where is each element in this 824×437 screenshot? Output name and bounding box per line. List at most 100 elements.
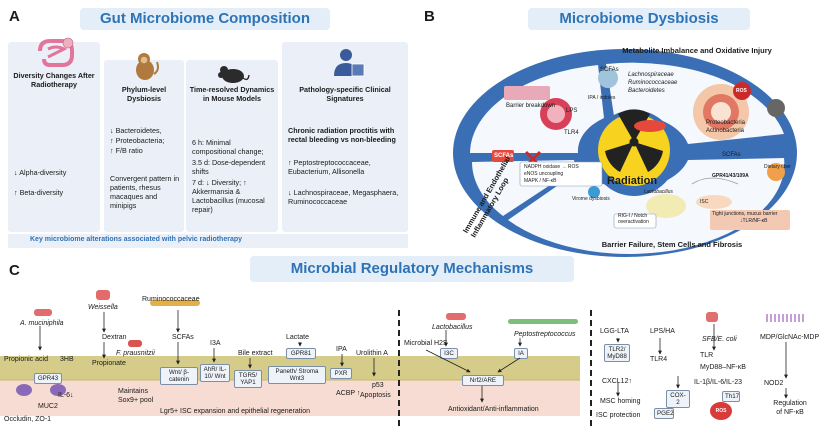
column-time-header: Time-resolved Dynamics in Mouse Models — [189, 85, 275, 103]
clinician-icon — [334, 49, 365, 77]
b-ipa: IPA / indoles — [588, 95, 616, 101]
b-tlr4: TLR4 — [564, 130, 579, 136]
c-tgr5: TGR5/ YAP1 — [234, 370, 262, 389]
beta-diversity: ↑ Beta-diversity — [14, 188, 64, 197]
divider-2 — [590, 310, 592, 426]
b-rumino: Ruminococcaceae — [628, 80, 678, 86]
c-i3a: I3A — [210, 340, 221, 347]
c-ahr: AhR/ IL-10/ Wnt — [200, 364, 230, 383]
c-weissella: Weissella — [88, 304, 118, 311]
intestine-icon — [38, 37, 74, 67]
c-msc: MSC homing — [600, 398, 641, 405]
c-h2s: Microbial H2S — [404, 340, 448, 347]
dysbiosis-ring-diagram — [453, 49, 797, 257]
column-phylum — [104, 60, 184, 232]
b-proteo: Proteobacteria — [706, 120, 746, 126]
segment-barrier: Barrier Failure, Stem Cells and Fibrosis — [601, 240, 743, 249]
b-barrier-breakdown: Barrier breakdown — [506, 103, 556, 109]
clinical-decrease: ↓ Lachnospiraceae, Megasphaera, Ruminoco… — [288, 188, 399, 206]
c-tlr: TLR — [700, 352, 714, 359]
b-tight: Tight junctions, mucus barrier — [712, 211, 778, 217]
c-propionate: Propionate — [92, 360, 126, 367]
c-lgglta: LGG-LTA — [600, 328, 629, 335]
panel-a: A Gut Microbiome Composition Diversity C… — [0, 0, 412, 262]
c-i3c: I3C — [440, 348, 458, 360]
lactobacillus-icon — [446, 313, 466, 320]
b-tlrnfkb: ↓TLR/NF-κB — [740, 218, 768, 224]
c-cxcl12: CXCL12↑ — [602, 378, 632, 385]
c-ils: IL-1β/IL-6/IL-23 — [694, 379, 742, 386]
pathway-arrows — [38, 310, 788, 403]
c-ruminococcaceae: Ruminococcaceae — [142, 296, 200, 303]
c-tlr2: TLR2/ MyD88 — [604, 344, 630, 363]
c-mdp: MDP/GlcNAc-MDP — [760, 334, 820, 341]
b-virome: Virome dysbiosis — [572, 196, 610, 202]
c-sfb: SFB/E. coli — [702, 336, 737, 343]
fb-ratio-line: ↑ F/B ratio — [110, 146, 143, 155]
c-maintains: Maintains Sox9+ pool — [118, 388, 154, 404]
c-regnfkb: Regulation of NF-κB — [773, 400, 807, 416]
b-nadph: NADPH oxidase → ROS — [524, 164, 579, 170]
column-diversity-header: Diversity Changes After Radiotherapy — [13, 71, 95, 89]
panel-a-title: Gut Microbiome Composition — [80, 8, 330, 30]
c-ia: IA — [514, 348, 528, 360]
c-gpr43: GPR43 — [34, 373, 62, 385]
divider-1 — [398, 310, 400, 426]
c-nod2: NOD2 — [764, 380, 784, 387]
c-acbp: ACBP ↑ — [336, 390, 361, 397]
proteobacteria-line: ↑ Proteobacteria; — [110, 136, 165, 145]
monkey-icon — [136, 53, 159, 80]
c-paneth: Paneth/ Stroma Wnt3 — [268, 366, 326, 385]
c-p53: p53 — [372, 382, 384, 389]
panel-b-title: Microbiome Dysbiosis — [528, 8, 750, 30]
c-fprausnitzii: F. prausnitzii — [116, 350, 155, 357]
alpha-diversity: ↓ Alpha-diversity — [14, 168, 67, 177]
b-rig: RIG-I / Notch overactivation — [618, 213, 649, 225]
c-muc2: MUC2 — [38, 403, 58, 410]
c-pge2: PGE2 — [654, 408, 674, 420]
b-lachno: Lachnospiraceae — [628, 72, 674, 78]
time-7d: 7 d: ↓ Diversity; ↑ Akkermansia & Lactob… — [192, 178, 265, 214]
c-peptostreptococcus: Peptostreptococcus — [514, 331, 576, 338]
c-ipa: IPA — [336, 346, 347, 353]
convergent-pattern: Convergent pattern in patients, rhesus m… — [110, 174, 180, 210]
time-6h: 6 h: Minimal compositional change; — [192, 138, 264, 156]
c-lactobacillus: Lactobacillus — [432, 324, 473, 331]
c-scfas: SCFAs — [172, 334, 194, 341]
c-propionic: Propionic acid — [4, 356, 48, 363]
b-isc: ISC — [700, 199, 709, 205]
c-lgr5: Lgr5+ ISC expansion and epithelial regen… — [160, 408, 311, 415]
ruminococcaceae-icon — [150, 300, 200, 306]
c-iscprot: ISC protection — [596, 412, 641, 419]
b-scfas-left: SCFAs — [494, 153, 514, 159]
clinical-proctitis: Chronic radiation proctitis with rectal … — [288, 126, 396, 144]
c-th17: Th17 — [722, 391, 740, 403]
b-scfas-top: SCFAs — [600, 67, 619, 73]
clinical-increase: ↑ Peptostreptococcaceae, Eubacterium, Al… — [288, 158, 371, 176]
radiation-center: Radiation — [606, 175, 658, 187]
column-time — [186, 60, 278, 232]
c-wnt: Wnt/ β-catenin — [160, 367, 198, 386]
ecoli-icon — [706, 312, 718, 322]
panel-c-letter: C — [9, 262, 20, 279]
c-3hb: 3HB — [60, 356, 74, 363]
b-lps: LPS — [566, 108, 578, 114]
b-fiber: Dietary fiber — [764, 164, 791, 170]
panel-a-letter: A — [9, 8, 20, 25]
weissella-icon — [96, 290, 110, 300]
c-lactate: Lactate — [286, 334, 309, 341]
time-3-5d: 3.5 d: Dose-dependent shifts — [192, 158, 266, 176]
c-gpr81: GPR81 — [286, 348, 316, 360]
b-enos: eNOS uncoupling — [524, 171, 564, 177]
c-antiox: Antioxidant/Anti-inflammation — [448, 406, 539, 413]
c-ros-burst: ROS — [710, 402, 732, 420]
akkermansia-icon — [34, 309, 52, 316]
b-scfas-bottom: SCFAs — [722, 152, 741, 158]
panel-a-footer: Key microbiome alterations associated wi… — [30, 236, 243, 243]
b-ros: ROS — [736, 88, 747, 94]
b-gpr41: GPR41/43/109A — [712, 173, 749, 179]
c-dextran: Dextran — [102, 334, 127, 341]
mouse-icon — [218, 66, 250, 83]
panel-a-footer-bar — [8, 234, 408, 248]
column-clinical-header: Pathology-specific Clinical Signatures — [299, 85, 391, 103]
